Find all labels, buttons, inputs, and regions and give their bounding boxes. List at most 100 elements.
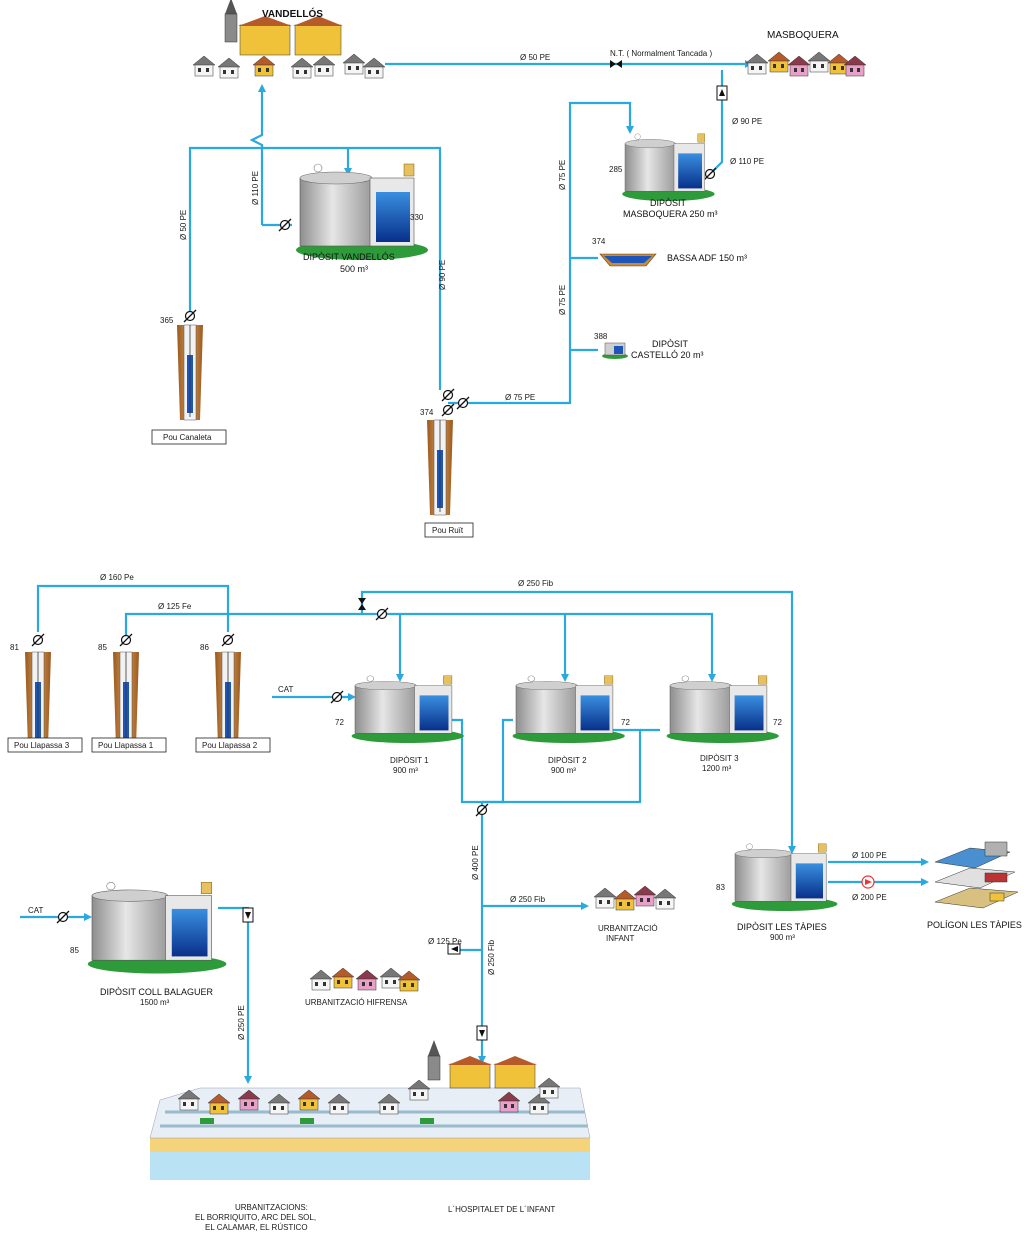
elev-81: 81 (10, 643, 19, 652)
valve-ruit-3 (456, 396, 470, 410)
village-infant-icon (593, 885, 677, 911)
bottom-pipes (20, 584, 929, 1084)
tank-vandellos-name: DIPÒSIT VANDELLÓS (303, 252, 395, 262)
tank-masboquera-name: DIPÒSIT (650, 198, 687, 208)
tank-tapies-cap: 900 m³ (770, 933, 795, 942)
place-urb-infant-2: INFANT (606, 934, 635, 943)
well-llapassa2-icon (214, 651, 242, 748)
place-masboquera: MASBOQUERA (767, 30, 839, 41)
elev-85-llapassa: 85 (98, 643, 107, 652)
valve-vandellos-outlet (278, 218, 292, 232)
tank-d3-icon (666, 675, 780, 744)
valve-masboquera (703, 167, 717, 181)
well-llapassa3-icon (24, 651, 52, 748)
industrial-estate-icon (934, 841, 1019, 909)
well-canaleta-box (151, 429, 227, 445)
pipe-label-250fib-top: Ø 250 Fib (518, 579, 554, 588)
pipe-label-90-masb: Ø 90 PE (732, 117, 762, 126)
well-ruit-box (424, 522, 474, 538)
check-valve-hifrensa-icon (447, 943, 461, 955)
place-urb-hifrensa: URBANITZACIÓ HIFRENSA (305, 998, 408, 1007)
check-valve-hospitalet-icon (476, 1025, 488, 1041)
valve-main-400 (475, 803, 489, 817)
place-hospitalet: L´HOSPITALET DE L´INFANT (448, 1205, 555, 1214)
valve-llapassa2 (221, 633, 235, 647)
elev-72-d3: 72 (773, 718, 782, 727)
tank-d2-name: DIPÒSIT 2 (548, 756, 587, 765)
coastal-town-icon (149, 1040, 591, 1180)
tank-d3-name: DIPÒSIT 3 (700, 754, 739, 763)
tank-d1-icon (351, 675, 465, 744)
elev-85-coll: 85 (70, 946, 79, 955)
pipe-label-400: Ø 400 PE (471, 845, 480, 880)
pump-icon (861, 875, 875, 889)
elev-330: 330 (410, 213, 424, 222)
valve-ruit-2 (441, 403, 455, 417)
well-canaleta-label: Pou Canaleta (163, 433, 212, 442)
closed-valve-icon (358, 598, 366, 610)
elev-374-bassa: 374 (592, 237, 606, 246)
well-llapassa2-label: Pou Llapassa 2 (202, 741, 258, 750)
tank-tapies-icon (731, 843, 838, 912)
elev-83: 83 (716, 883, 725, 892)
pipe-label-75-v2: Ø 75 PE (558, 285, 567, 315)
elev-86: 86 (200, 643, 209, 652)
tank-castello-cap: CASTELLÓ 20 m³ (631, 350, 704, 360)
tank-d2-cap: 900 m³ (551, 766, 576, 775)
valve-distribution (375, 607, 389, 621)
well-ruit-icon (426, 419, 454, 516)
tank-vandellos-cap: 500 m³ (340, 264, 368, 274)
top-pipes (188, 60, 752, 405)
place-vandellos: VANDELLÓS (262, 7, 323, 20)
pipe-label-75-v1: Ø 75 PE (558, 160, 567, 190)
tank-masboquera-icon (621, 133, 715, 202)
village-vandellos-icon (192, 0, 386, 79)
tank-castello-name: DIPÒSIT (652, 339, 689, 349)
tank-d3-cap: 1200 m³ (702, 764, 732, 773)
tank-d2-icon (512, 675, 626, 744)
pipe-label-200: Ø 200 PE (852, 893, 887, 902)
pipe-label-250fib-infant: Ø 250 Fib (510, 895, 546, 904)
pond-bassa-icon (599, 253, 657, 267)
tank-d1-cap: 900 m³ (393, 766, 418, 775)
tank-coll-icon (87, 881, 227, 975)
well-ruit-label: Pou Ruït (432, 526, 464, 535)
valve-llapassa3 (31, 633, 45, 647)
pipe-label-250fib-v: Ø 250 Fib (487, 939, 496, 975)
place-urbs-1: URBANITZACIONS: (235, 1203, 308, 1212)
tank-castello-icon (602, 342, 628, 359)
well-llapassa1-label: Pou Llapassa 1 (98, 741, 154, 750)
valve-cat2 (56, 910, 70, 924)
elev-285: 285 (609, 165, 623, 174)
tank-masboquera-cap: MASBOQUERA 250 m³ (623, 209, 718, 219)
pipe-label-50-can: Ø 50 PE (179, 210, 188, 240)
pipe-label-100: Ø 100 PE (852, 851, 887, 860)
elev-72-d1: 72 (335, 718, 344, 727)
pipe-label-160: Ø 160 Pe (100, 573, 134, 582)
elev-72-d2: 72 (621, 718, 630, 727)
check-valve-icon (716, 85, 728, 101)
pipe-label-125pe: Ø 125 Pe (428, 937, 462, 946)
well-llapassa1-box (91, 737, 167, 753)
place-poligon: POLÍGON LES TÀPIES (927, 920, 1022, 930)
tank-coll-cap: 1500 m³ (140, 998, 170, 1007)
elev-365: 365 (160, 316, 174, 325)
village-masboquera-icon (745, 51, 867, 77)
source-cat1: CAT (278, 685, 294, 694)
tank-vandellos-icon (295, 163, 429, 261)
check-valve-coll-icon (242, 907, 254, 923)
place-urb-infant-1: URBANITZACIÓ (598, 924, 658, 933)
well-canaleta-icon (176, 324, 204, 421)
elev-388: 388 (594, 332, 608, 341)
valve-llapassa1 (119, 633, 133, 647)
well-llapassa3-box (7, 737, 83, 753)
well-llapassa3-label: Pou Llapassa 3 (14, 741, 70, 750)
pipe-label-nt: N.T. ( Normalment Tancada ) (610, 49, 712, 58)
pipe-label-250pe: Ø 250 PE (237, 1005, 246, 1040)
pipe-label-110-masb: Ø 110 PE (730, 157, 764, 166)
elev-374-ruit: 374 (420, 408, 434, 417)
source-cat2: CAT (28, 906, 44, 915)
bassa-name: BASSA ADF 150 m³ (667, 253, 747, 263)
place-urbs-3: EL CALAMAR, EL RÚSTICO (205, 1223, 308, 1232)
